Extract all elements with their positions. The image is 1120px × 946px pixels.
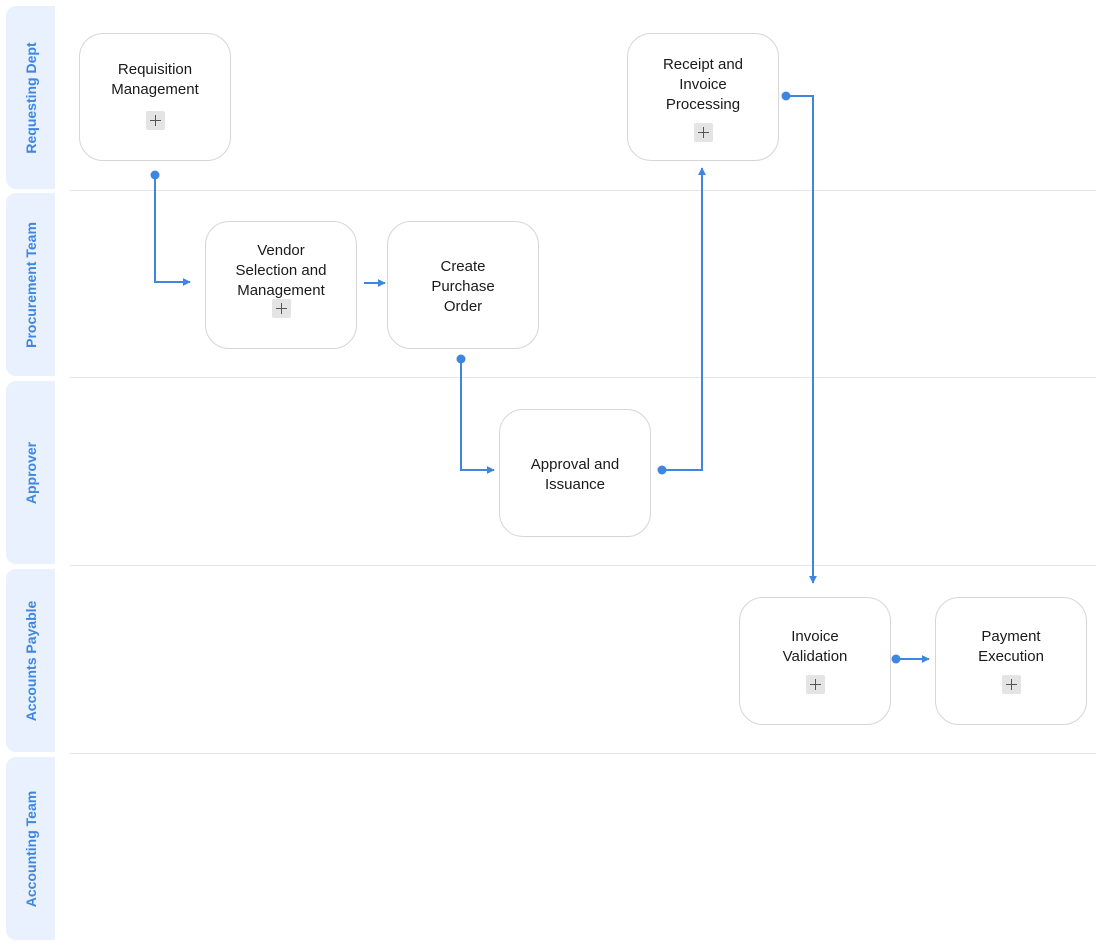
node-label-line: Purchase [431,278,495,295]
node-label-line: Approval and [530,456,620,473]
node-label: Vendor Selection and Management [206,241,356,301]
node-label: Payment Execution [936,627,1086,667]
node-vendor-selection[interactable]: Vendor Selection and Management [205,221,357,349]
lane-divider [70,377,1096,378]
connector-line [662,167,706,471]
expand-plus-icon[interactable] [146,111,165,130]
edge-requisition-to-vendor[interactable] [150,170,191,286]
edge-approval-to-receipt[interactable] [657,167,706,475]
node-label: Invoice Validation [740,627,890,667]
lane-header-procurement-team: Procurement Team [6,193,55,376]
node-label-line: Create [440,258,486,275]
lane-divider [70,190,1096,191]
node-label-line: Vendor [257,242,305,259]
node-requisition-management[interactable]: Requisition Management [79,33,231,161]
node-label-line: Receipt and [662,56,744,73]
node-label-line: Requisition [117,61,193,78]
node-invoice-validation[interactable]: Invoice Validation [739,597,891,725]
node-label-line: Order [443,298,483,315]
lane-divider [70,753,1096,754]
node-label-line: Issuance [544,476,606,493]
node-label-line: Validation [782,648,848,665]
expand-plus-icon[interactable] [694,123,713,142]
lane-divider [70,565,1096,566]
lane-header-approver: Approver [6,381,55,564]
edge-invoice-validation-to-payment[interactable] [891,654,930,664]
lane-header-accounts-payable: Accounts Payable [6,569,55,752]
expand-plus-icon[interactable] [272,299,291,318]
node-label: Create Purchase Order [388,257,538,317]
connector-line [460,359,495,474]
edge-create-po-to-approval[interactable] [456,354,495,474]
expand-plus-icon[interactable] [806,675,825,694]
node-label: Approval and Issuance [500,455,650,495]
node-label-line: Processing [665,96,741,113]
node-label-line: Invoice [679,76,727,93]
node-create-purchase-order[interactable]: Create Purchase Order [387,221,539,349]
lane-header-requesting-dept: Requesting Dept [6,6,55,189]
node-approval-issuance[interactable]: Approval and Issuance [499,409,651,537]
lane-header-accounting-team: Accounting Team [6,757,55,940]
node-label-line: Management [237,282,325,299]
node-label-line: Execution [978,648,1044,665]
node-label-line: Selection and [235,262,327,279]
node-label-line: Payment [981,628,1041,645]
node-label-line: Management [111,81,199,98]
node-label: Requisition Management [80,60,230,100]
edge-receipt-to-invoice-validation[interactable] [781,91,817,584]
connector-line [786,95,817,584]
connector-line [154,175,191,286]
expand-plus-icon[interactable] [1002,675,1021,694]
node-payment-execution[interactable]: Payment Execution [935,597,1087,725]
node-receipt-invoice-processing[interactable]: Receipt and Invoice Processing [627,33,779,161]
node-label-line: Invoice [791,628,839,645]
node-label: Receipt and Invoice Processing [628,55,778,115]
